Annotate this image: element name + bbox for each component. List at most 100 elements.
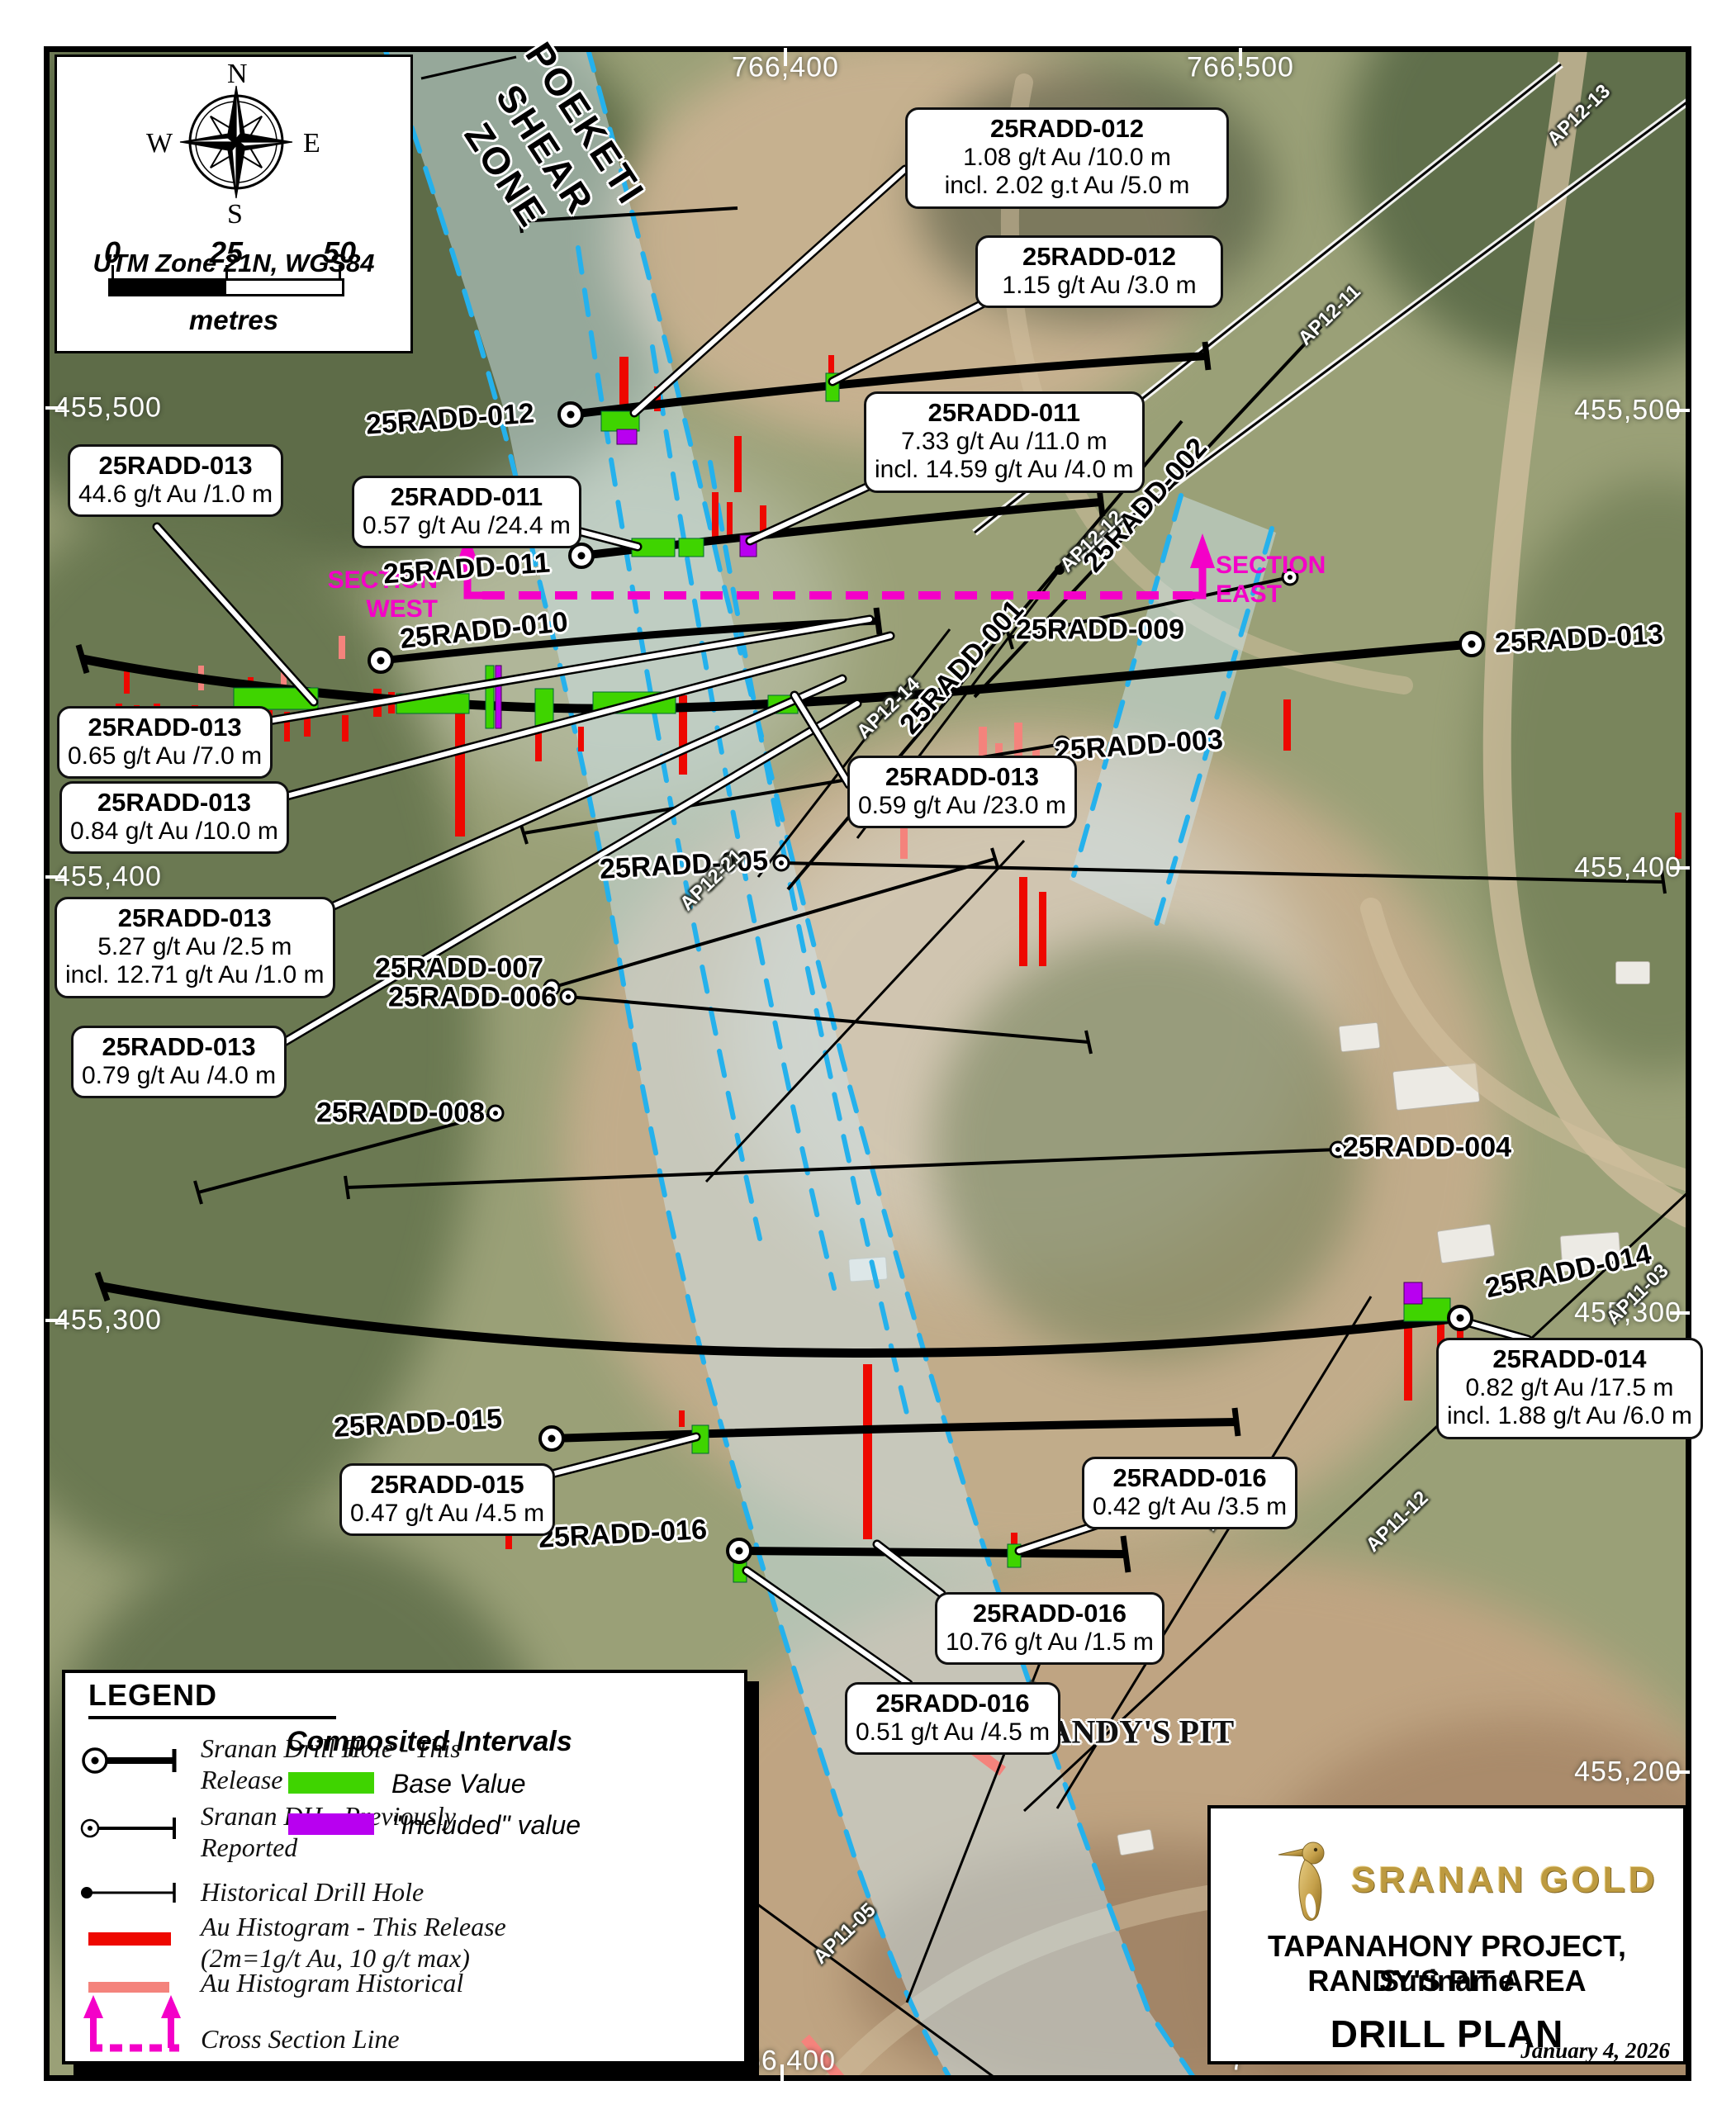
drillhole-label: 25RADD-006 <box>387 981 557 1013</box>
assay-callout-line: 0.79 g/t Au /4.0 m <box>82 1061 277 1089</box>
grid-label-right: 455,300 <box>1574 1296 1681 1329</box>
drillhole-label: 25RADD-007 <box>374 952 544 984</box>
compass-n: N <box>227 59 248 89</box>
assay-callout-title: 25RADD-013 <box>98 451 253 480</box>
composited-intervals-heading: Composited Intervals <box>287 1726 572 1757</box>
assay-callout-title: 25RADD-013 <box>117 903 272 932</box>
drillhole-previous-icon <box>80 1818 176 1839</box>
scale-50: 50 <box>322 235 357 269</box>
drillhole-label: 25RADD-004 <box>1342 1131 1512 1164</box>
grid-label-right: 455,500 <box>1574 394 1681 426</box>
assay-callout-line: 44.6 g/t Au /1.0 m <box>78 480 273 508</box>
legend-item-drill-historical: Historical Drill Hole <box>77 1875 424 1915</box>
grid-tick <box>780 2064 784 2083</box>
scale-tick <box>225 265 228 278</box>
forest-texture <box>933 933 1363 1363</box>
assay-callout-line: 0.51 g/t Au /4.5 m <box>856 1718 1051 1746</box>
assay-callout-line: 1.15 g/t Au /3.0 m <box>1002 271 1197 299</box>
assay-callout-line: 0.59 g/t Au /23.0 m <box>858 791 1066 819</box>
grid-tick <box>1239 48 1242 66</box>
section-east-line2: EAST <box>1216 580 1283 608</box>
assay-callout-line: incl. 2.02 g.t Au /5.0 m <box>944 172 1190 200</box>
map-date: January 4, 2026 <box>1520 2038 1670 2063</box>
grid-tick <box>45 1319 65 1322</box>
legend-item-drill-this-release: Sranan Drill Hole - This Release <box>77 1733 461 1794</box>
assay-callout-line: 7.33 g/t Au /11.0 m <box>900 427 1108 455</box>
legend-label: Sranan Drill Hole - This <box>201 1733 461 1763</box>
scale-0: 0 <box>103 235 121 269</box>
legend-label: Cross Section Line <box>201 2024 400 2054</box>
grid-tick <box>45 875 65 879</box>
grid-tick <box>1670 1311 1690 1315</box>
legend-label: Reported <box>201 1832 298 1863</box>
assay-callout-line: 0.82 g/t Au /17.5 m <box>1465 1373 1674 1401</box>
compass-rose-icon <box>179 85 293 199</box>
grid-label-bottom: 66,400 <box>745 2045 836 2077</box>
grid-label-right: 455,400 <box>1574 851 1681 884</box>
compass-e: E <box>303 128 320 159</box>
scale-bar-fill <box>111 281 226 294</box>
assay-callout-title: 25RADD-013 <box>102 1032 256 1061</box>
scale-bar <box>108 278 344 296</box>
assay-callout-title: 25RADD-012 <box>1022 242 1177 271</box>
grid-label-right: 455,200 <box>1574 1756 1681 1788</box>
scale-tick <box>339 265 341 278</box>
assay-callout-title: 25RADD-011 <box>927 398 1080 427</box>
scale-unit-label: metres <box>188 305 279 335</box>
legend-item-drill-previous: Sranan DH - Previously Reported <box>77 1801 456 1862</box>
grid-tick <box>1670 866 1690 870</box>
drillhole-label: 25RADD-009 <box>1015 614 1185 646</box>
assay-callout-line: 1.08 g/t Au /10.0 m <box>963 143 1171 171</box>
grid-tick <box>45 406 65 410</box>
scale-25: 25 <box>209 235 244 269</box>
section-west-line2: WEST <box>366 595 438 623</box>
grid-label-left: 455,300 <box>55 1304 162 1336</box>
base-value-label: Base Value <box>391 1769 526 1799</box>
sranan-gold-bird-logo <box>1278 1841 1325 1921</box>
legend-item-au-histogram-release: Au Histogram - This Release (2m=1g/t Au,… <box>77 1912 506 1973</box>
grid-tick <box>1670 1770 1690 1774</box>
compass-scale-box: N W E S UTM Zone 21N, WGS84 0 25 50 metr… <box>55 55 413 353</box>
company-name: SRANAN GOLD <box>1351 1860 1658 1900</box>
map-vector-overlay <box>75 52 1686 2075</box>
base-value-swatch <box>288 1772 374 1794</box>
map-type-title: DRILL PLAN <box>1330 2012 1564 2055</box>
drillhole-label: 25RADD-008 <box>315 1097 486 1129</box>
assay-callout-line: 10.76 g/t Au /1.5 m <box>946 1628 1154 1656</box>
assay-callout-title: 25RADD-016 <box>1112 1463 1267 1492</box>
grid-tick <box>784 48 787 66</box>
building <box>1615 961 1650 984</box>
section-west-label: SECTION WEST <box>328 566 438 623</box>
legend-item-au-histogram-historical: Au Histogram Historical <box>77 1968 463 2006</box>
compass-w: W <box>146 128 173 159</box>
assay-callout-title: 25RADD-013 <box>97 788 251 817</box>
assay-callout-line: 0.65 g/t Au /7.0 m <box>68 742 263 770</box>
project-title: TAPANAHONY PROJECT, Suriname <box>1267 1929 1627 1998</box>
assay-callout-title: 25RADD-015 <box>370 1470 524 1499</box>
assay-callout-line: 5.27 g/t Au /2.5 m <box>97 932 292 960</box>
drillhole-historical-icon <box>81 1883 176 1903</box>
au-histogram-release-icon <box>88 1932 171 1946</box>
assay-callout-line: incl. 12.71 g/t Au /1.0 m <box>65 961 325 989</box>
area-title: RANDY'S PIT AREA <box>1307 1964 1587 1998</box>
assay-callout-title: 25RADD-013 <box>885 762 1039 791</box>
legend-label: Release <box>201 1765 283 1795</box>
section-east-line1: SECTION <box>1216 552 1326 579</box>
assay-callout-title: 25RADD-013 <box>88 713 242 742</box>
assay-callout-line: 0.84 g/t Au /10.0 m <box>70 817 278 845</box>
legend-label: Historical Drill Hole <box>201 1877 425 1907</box>
scale-tick <box>111 265 114 278</box>
assay-callout-line: 0.47 g/t Au /4.5 m <box>350 1499 545 1527</box>
assay-callout-line: 0.57 g/t Au /24.4 m <box>363 511 571 539</box>
assay-callout-title: 25RADD-016 <box>875 1689 1030 1718</box>
